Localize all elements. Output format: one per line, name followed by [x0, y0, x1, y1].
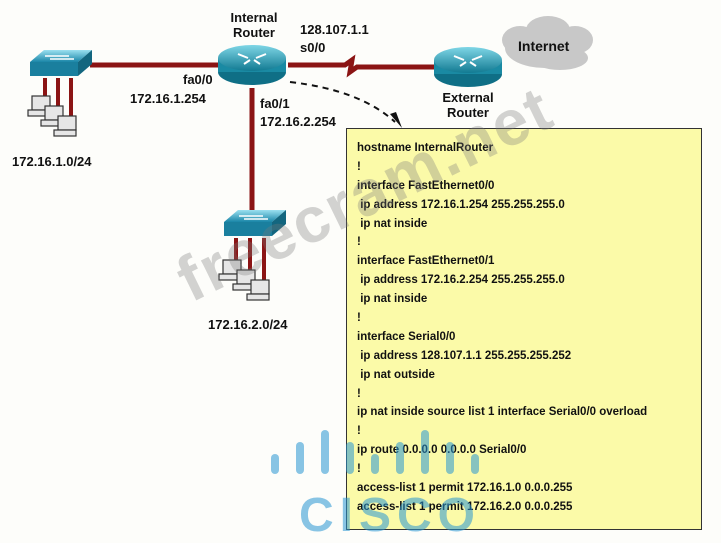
config-line: interface Serial0/0 [357, 330, 456, 343]
config-line: ! [357, 425, 361, 438]
serial-ip-label: 128.107.1.1 [300, 22, 369, 37]
lan1-network-label: 172.16.1.0/24 [12, 154, 92, 169]
fa01-ip-label: 172.16.2.254 [260, 114, 336, 129]
lan1-pc-links [43, 78, 73, 118]
fa00-iface-label: fa0/0 [183, 72, 213, 87]
link-serial-internal-external [288, 54, 435, 78]
lan1-switch-icon [30, 50, 92, 76]
config-line: interface FastEthernet0/0 [357, 179, 495, 192]
lan2-pc-icons [218, 259, 270, 301]
internal-router-icon [218, 45, 286, 85]
internet-label: Internet [518, 38, 570, 54]
config-line: ip address 172.16.2.254 255.255.255.0 [357, 274, 565, 287]
config-line: ip nat inside [357, 293, 428, 306]
lan2-pc-links [234, 238, 266, 282]
config-line: access-list 1 permit 172.16.2.0 0.0.0.25… [357, 500, 573, 513]
config-line: ! [357, 387, 361, 400]
config-line: ! [357, 160, 361, 173]
external-router-icon [434, 47, 502, 87]
internet-cloud-icon [502, 16, 593, 70]
config-line: ip nat inside source list 1 interface Se… [357, 406, 648, 419]
internal-router-label-line1: Internal [230, 10, 278, 25]
config-line: ip nat outside [357, 368, 435, 381]
external-router-label-line2: Router [447, 105, 489, 120]
lan1-pc-icons [27, 95, 77, 137]
config-line: ip address 172.16.1.254 255.255.255.0 [357, 198, 565, 211]
config-line: ! [357, 463, 361, 476]
external-router-label-line1: External [442, 90, 494, 105]
lan2-network-label: 172.16.2.0/24 [208, 317, 288, 332]
callout-arrowhead [390, 112, 402, 128]
cisco-logo-text: CISCO [298, 489, 481, 542]
config-line: access-list 1 permit 172.16.1.0 0.0.0.25… [357, 482, 573, 495]
serial-iface-label: s0/0 [300, 40, 326, 55]
router-config-box: hostname InternalRouter! interface FastEt… [346, 128, 702, 530]
config-line: ! [357, 312, 361, 325]
config-line: ip address 128.107.1.1 255.255.255.252 [357, 349, 572, 362]
fa00-ip-label: 172.16.1.254 [130, 91, 206, 106]
lan2-switch-icon [224, 210, 286, 236]
external-router-label: External Router [432, 90, 504, 120]
callout-arrow [289, 81, 396, 123]
internal-router-label: Internal Router [222, 10, 286, 40]
config-line: ! [357, 236, 361, 249]
fa01-iface-label: fa0/1 [260, 96, 290, 111]
config-line: interface FastEthernet0/1 [357, 255, 495, 268]
config-line: ip nat inside [357, 217, 428, 230]
config-line: hostname InternalRouter [357, 142, 494, 154]
internal-router-label-line2: Router [233, 25, 275, 40]
